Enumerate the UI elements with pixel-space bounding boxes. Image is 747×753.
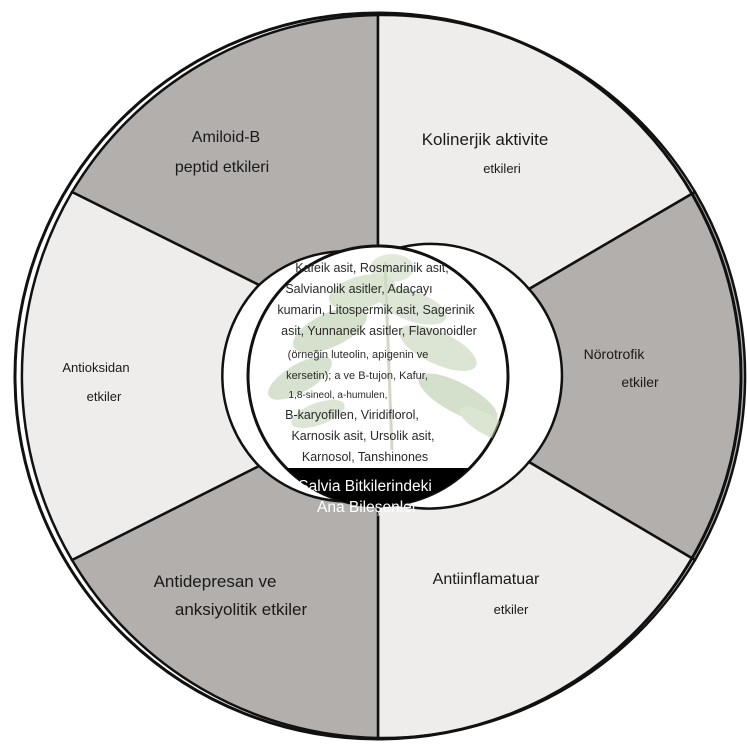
segment-label-antidepressant: Antidepresan ve xyxy=(154,572,277,591)
segment-labels: Amiloid-B peptid etkileri Kolinerjik akt… xyxy=(62,129,659,619)
segment-label-neurotrophic-2: etkiler xyxy=(621,374,659,390)
segment-label-antidepressant-2: anksiyolitik etkiler xyxy=(175,600,308,619)
segment-label-antiinflammatory: Antiinflamatuar xyxy=(433,571,540,588)
compound-line-9: Karnosik asit, Ursolik asit, xyxy=(291,429,434,443)
segment-label-cholinergic: Kolinerjik aktivite xyxy=(422,130,549,149)
compound-line-1: Kafeik asit, Rosmarinik asit, xyxy=(295,261,449,275)
salvia-plant-image xyxy=(268,254,508,451)
compound-line-2: Salvianolik asitler, Adaçayı xyxy=(285,282,432,296)
outer-outline xyxy=(13,11,743,741)
segment-amyloid-b xyxy=(70,13,380,287)
segment-antidepressant xyxy=(70,464,380,740)
segment-label-amyloid-b: Amiloid-B xyxy=(192,129,260,146)
title-line-2: Ana Bileşenler xyxy=(317,499,417,516)
segment-antioxidant xyxy=(20,190,262,562)
center-panel: Kafeik asit, Rosmarinik asit, Salvianoli… xyxy=(246,244,510,516)
segment-label-antioxidant-2: etkiler xyxy=(87,389,122,404)
compound-line-6: kersetin); a ve B-tujon, Kafur, xyxy=(286,370,428,382)
segment-label-antiinflammatory-2: etkiler xyxy=(494,602,529,617)
segment-neurotrophic xyxy=(527,190,747,562)
segment-label-cholinergic-2: etkileri xyxy=(483,161,521,176)
title-line-1: Salvia Bitkilerindeki xyxy=(298,478,432,495)
compound-line-3: kumarin, Litospermik asit, Sagerinik xyxy=(277,303,475,317)
compound-line-10: Karnosol, Tanshinones xyxy=(302,450,428,464)
compound-line-5: (örneğin luteolin, apigenin ve xyxy=(288,349,429,361)
outer-ring xyxy=(13,11,747,741)
segment-label-antioxidant: Antioksidan xyxy=(62,360,129,375)
segment-label-amyloid-b-2: peptid etkileri xyxy=(175,159,269,176)
compound-line-4: asit, Yunnaneik asitler, Flavonoidler xyxy=(281,324,477,338)
compound-line-8: B-karyofillen, Viridiflorol, xyxy=(285,408,419,422)
compound-line-7: 1,8-sineol, a-humulen, xyxy=(289,390,388,401)
segment-label-neurotrophic: Nörotrofik xyxy=(584,346,646,362)
